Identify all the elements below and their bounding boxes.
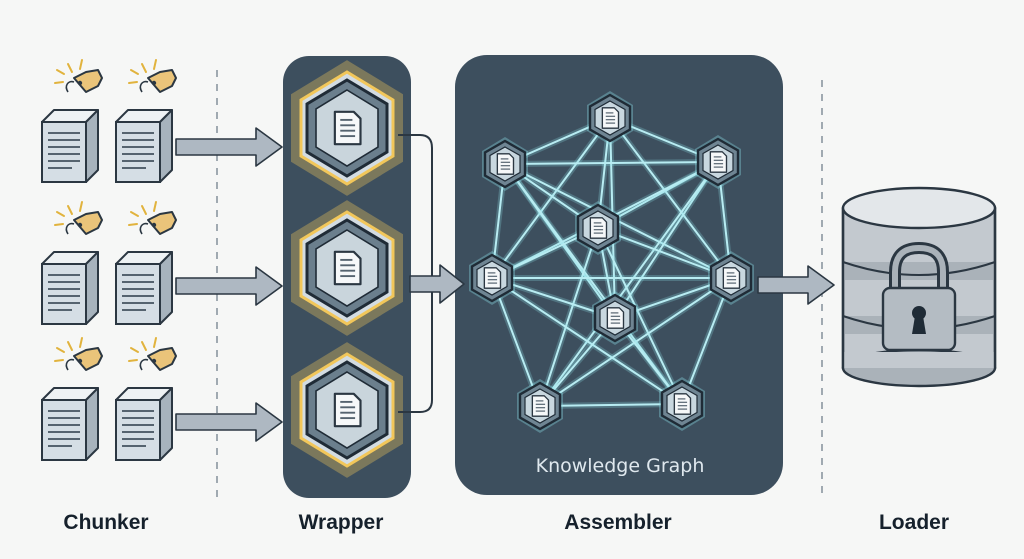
graph-edge	[539, 277, 732, 407]
arrow-icon	[175, 266, 283, 306]
chunk-icon	[115, 201, 177, 325]
chunk-icon	[115, 59, 177, 183]
arrow-icon	[175, 127, 283, 167]
graph-edge	[491, 277, 683, 405]
graph-edge	[539, 227, 599, 407]
locked-database-icon	[841, 186, 997, 388]
chunker-to-wrapper-arrows	[175, 127, 283, 442]
chunk-icon	[41, 59, 103, 183]
graph-title: Knowledge Graph	[535, 455, 705, 477]
graph-edge	[614, 161, 719, 319]
chunk-icon	[115, 337, 177, 461]
graph-edge	[539, 403, 683, 407]
stage-label-wrapper: Wrapper	[298, 511, 384, 534]
graph-edge	[597, 227, 683, 405]
chunk-icon	[41, 201, 103, 325]
stage-label-assembler: Assembler	[564, 511, 672, 534]
chunk-icon	[41, 337, 103, 461]
graph-edge	[504, 163, 683, 405]
graph-edge	[504, 161, 719, 165]
chunker-documents	[41, 59, 177, 461]
wrapper-documents	[296, 66, 398, 472]
wrapper-to-assembler-arrow	[409, 264, 465, 304]
wrapped-document-icon	[296, 206, 398, 330]
wrapped-document-icon	[296, 66, 398, 190]
stage-label-loader: Loader	[878, 511, 949, 534]
graph-edge	[539, 161, 719, 407]
wrapped-document-icon	[296, 348, 398, 472]
stage-label-chunker: Chunker	[63, 511, 149, 534]
wrapper-merge-bracket	[398, 134, 433, 413]
graph-edge	[491, 117, 611, 279]
arrow-icon	[175, 402, 283, 442]
assembler-to-loader-arrow	[757, 265, 835, 305]
graph-edge	[609, 117, 732, 279]
